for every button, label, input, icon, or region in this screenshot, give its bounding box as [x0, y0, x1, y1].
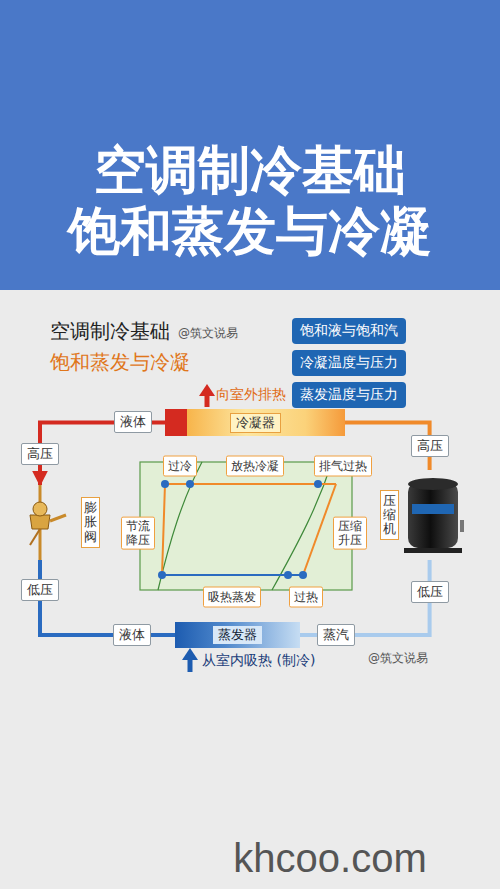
state-point: [158, 571, 166, 579]
process-tag: 放热冷凝: [226, 456, 284, 477]
state-tag: 蒸汽: [317, 624, 355, 646]
state-points: [158, 480, 322, 579]
evaporator-box: 蒸发器: [175, 622, 300, 648]
compressor-part: [404, 548, 462, 553]
sub-heading: 空调制冷基础: [50, 318, 170, 345]
compressor: 压缩机: [378, 470, 464, 560]
node-text: 膨胀阀: [81, 497, 100, 548]
evaporating-line: [162, 574, 303, 576]
state-tag: 液体: [113, 624, 151, 646]
node-text: 蒸发器: [213, 626, 262, 644]
pressure-tag: 低压: [411, 581, 449, 603]
heat-in-arrow: [188, 658, 193, 672]
topic-button: 饱和液与饱和汽: [292, 318, 406, 344]
state-tag: 液体: [114, 411, 152, 433]
state-point: [161, 480, 169, 488]
process-tag: 过热: [289, 587, 323, 608]
process-tag: 过冷: [163, 456, 197, 477]
process-tag: 排气过热: [314, 456, 372, 477]
title-band: [0, 0, 500, 290]
process-tag: 吸热蒸发: [203, 587, 261, 608]
expansion-valve: 膨胀阀: [26, 485, 106, 560]
state-point: [284, 571, 292, 579]
heat-in-arrowhead: [182, 648, 198, 660]
author-handle: @筑文说易: [368, 650, 428, 667]
state-point: [299, 571, 307, 579]
saturated-vapor-curve: [272, 462, 332, 590]
pressure-tag: 高压: [21, 443, 59, 465]
sub-heading: 饱和蒸发与冷凝: [50, 349, 190, 376]
watermark: khcoo.com: [233, 836, 426, 881]
author-handle: @筑文说易: [178, 325, 238, 342]
compression-line: [303, 484, 336, 575]
condenser-box: 冷凝器: [165, 409, 345, 436]
compressor-part: [408, 482, 458, 548]
compressor-part: [412, 504, 454, 514]
node-text: 饱和液与饱和汽: [300, 322, 398, 340]
node-text: 冷凝温度与压力: [300, 354, 398, 372]
condensing-line: [162, 484, 336, 575]
valve-part: [30, 529, 40, 545]
ground: [0, 290, 500, 889]
compressor-part: [408, 478, 458, 490]
topic-button: 冷凝温度与压力: [292, 350, 406, 376]
topic-button: 蒸发温度与压力: [292, 382, 406, 408]
pressure-tag: 低压: [21, 579, 59, 601]
pipe-connector: [40, 560, 175, 635]
state-point: [314, 480, 322, 488]
page-title: 空调制冷基础 饱和蒸发与冷凝: [20, 140, 480, 263]
valve-part: [30, 515, 50, 529]
pressure-tag: 高压: [411, 435, 449, 457]
compressor-part: [460, 520, 464, 532]
heat-out-arrowhead: [199, 384, 215, 396]
state-panel: [140, 462, 352, 590]
valve-part: [50, 515, 66, 521]
process-tag: 压缩升压: [333, 517, 367, 550]
state-point: [186, 480, 194, 488]
heat-in-note: 从室内吸热 (制冷): [202, 652, 315, 670]
valve-part: [33, 502, 47, 516]
node-text: 压缩机: [380, 490, 399, 541]
node-text: 冷凝器: [230, 413, 281, 433]
heat-out-note: 向室外排热: [216, 386, 286, 404]
node-text: 蒸发温度与压力: [300, 386, 398, 404]
process-tag: 节流降压: [121, 517, 155, 550]
